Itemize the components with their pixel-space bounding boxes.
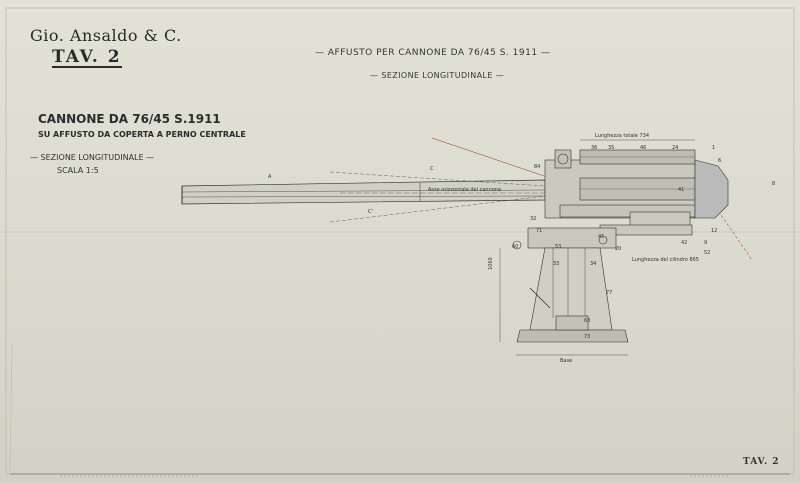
part-42: 42: [681, 240, 687, 246]
legend-scale: SCALA 1:5: [57, 166, 99, 175]
height-dim-label: 1060: [488, 257, 494, 270]
part-12: 12: [711, 228, 717, 234]
label-a: A: [268, 174, 272, 180]
drawing-title-text: AFFUSTO PER CANNONE DA 76/45 S. 1911: [327, 48, 538, 58]
axis-note: Asse orizzontale del cannone: [428, 187, 501, 193]
drawing-subtitle-text: SEZIONE LONGITUDINALE: [381, 71, 493, 80]
legend-gun-title: CANNONE DA 76/45 S.1911: [38, 112, 221, 126]
plate-number: TAV. 2: [52, 47, 122, 68]
part-35: 35: [608, 145, 614, 151]
sheet-border: [5, 7, 795, 475]
legend-mount-title: SU AFFUSTO DA COPERTA A PERNO CENTRALE: [38, 130, 246, 139]
depression-line: [329, 195, 546, 223]
pedestal-mount: [512, 227, 629, 343]
firm-name: Gio. Ansaldo & C.: [30, 26, 182, 45]
label-c-prime: C': [368, 209, 373, 215]
part-24: 24: [672, 145, 678, 151]
part-45: 45: [598, 234, 604, 240]
part-20: 20: [615, 246, 621, 252]
part-63: 63: [584, 318, 590, 324]
part-32: 32: [530, 216, 536, 222]
drawing-title: — AFFUSTO PER CANNONE DA 76/45 S. 1911 —: [315, 48, 551, 58]
part-46: 46: [640, 145, 646, 151]
part-84: 84: [534, 164, 540, 170]
part-number-labels: 36 35 46 24 1 6 8 84 41 32 71 60 53 45 2…: [512, 145, 775, 340]
part-6: 6: [718, 158, 721, 164]
part-36: 36: [591, 145, 597, 151]
label-c: C: [430, 166, 434, 172]
cradle-note: Lunghezza del cilindro 865: [632, 257, 699, 263]
part-52: 52: [704, 250, 710, 256]
part-8: 8: [772, 181, 775, 187]
part-71: 71: [536, 228, 542, 234]
part-77: 77: [606, 290, 612, 296]
recoil-note: Lunghezza totale 734: [595, 133, 649, 139]
breech-assembly: [544, 149, 729, 236]
red-trail-line: [689, 169, 753, 261]
torn-edge: [9, 344, 13, 471]
drawing-subtitle: — SEZIONE LONGITUDINALE —: [370, 71, 505, 80]
part-1: 1: [712, 145, 715, 151]
legend-section-text: SEZIONE LONGITUDINALE: [40, 153, 144, 162]
part-41: 41: [678, 187, 684, 193]
part-73: 73: [584, 334, 590, 340]
part-53: 53: [555, 244, 561, 250]
base-dim-label: Base: [560, 358, 572, 364]
part-33: 33: [553, 261, 559, 267]
legend-section: — SEZIONE LONGITUDINALE —: [30, 153, 155, 162]
part-60: 60: [512, 244, 518, 250]
part-9: 9: [704, 240, 707, 246]
plate-number-bottom: TAV. 2: [743, 457, 780, 467]
part-34: 34: [590, 261, 596, 267]
red-sight-line: [431, 137, 557, 181]
